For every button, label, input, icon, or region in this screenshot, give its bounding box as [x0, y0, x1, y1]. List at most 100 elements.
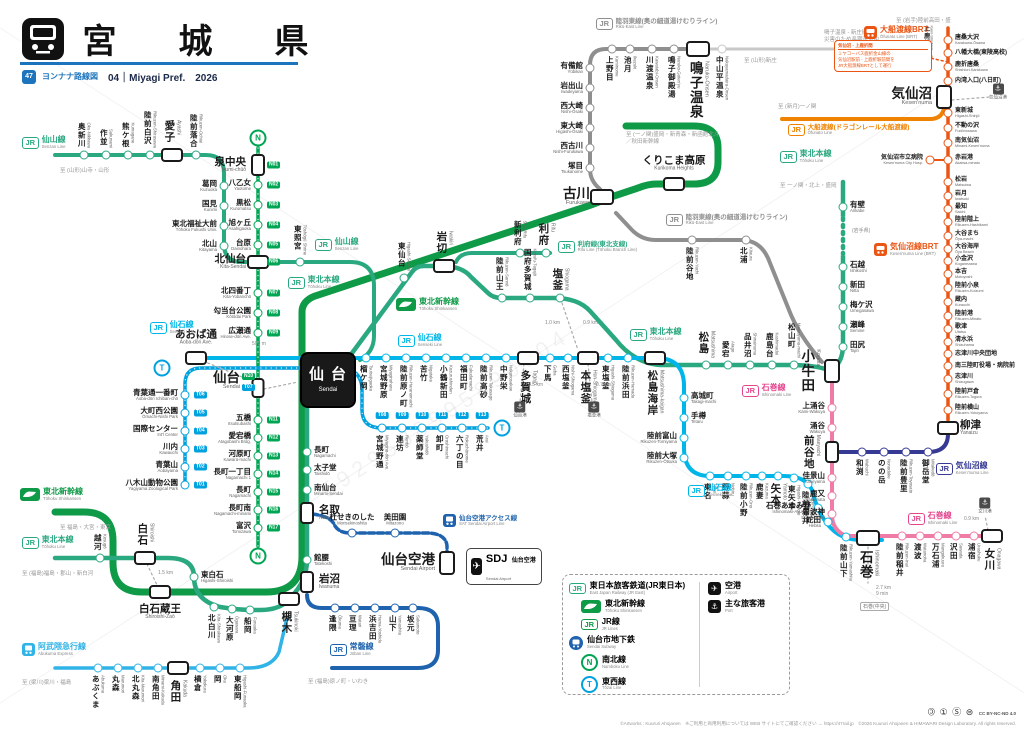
anchor-icon: ⚓: [979, 497, 991, 509]
station-marker: [585, 103, 595, 113]
station-marker: [603, 353, 613, 363]
direction-note: 至 (梁川)梁川・福島: [22, 680, 72, 686]
station-code-badge: T05: [194, 409, 207, 417]
subway-line-terminal-logo: T: [153, 359, 171, 377]
station-code-badge: N01: [267, 161, 281, 169]
station-marker: [969, 531, 979, 541]
jr-badge-icon: JR: [558, 241, 575, 253]
station-marker: [350, 603, 360, 613]
line-kesennuma-line: [838, 426, 950, 454]
station-marker: [943, 62, 953, 72]
distance-text: 500 m: [252, 341, 266, 347]
station-marker: [95, 553, 105, 563]
distance-connector: [561, 302, 579, 351]
distance-text: 0.9 km: [964, 516, 980, 522]
airport-plane-icon: ✈: [471, 558, 482, 575]
station-marker: [679, 433, 689, 443]
edition-label: 04｜Miyagi Pref. 2026: [108, 73, 218, 84]
station-marker-interchange: [663, 177, 685, 191]
shinkansen-icon: [396, 298, 416, 312]
station-marker: [757, 471, 767, 481]
station-marker: [625, 44, 635, 54]
train-icon: [22, 17, 64, 60]
station-marker: [901, 447, 911, 457]
station-code-badge: T09: [395, 412, 409, 419]
sendai-station-jp: 仙台: [308, 366, 353, 383]
station-marker: [701, 360, 711, 370]
station-marker: [741, 235, 751, 245]
jr-badge-icon: JR: [780, 151, 797, 163]
station-marker: [253, 523, 263, 533]
brand-logo-text: ヨンナナ路線図: [42, 72, 98, 81]
station-marker: [943, 191, 953, 201]
port-icon: ⚓仙台港: [513, 401, 527, 418]
station-marker-interchange: [856, 530, 880, 546]
station-label: 志津川中央団地: [955, 350, 998, 357]
station-marker: [943, 217, 953, 227]
credit-line: ©Artworks : Kuururi Ahojanen ※ご利用と商用利用につ…: [620, 721, 1016, 726]
station-marker: [767, 360, 777, 370]
station-marker: [943, 256, 953, 266]
distance-text: 0.9 km: [583, 320, 599, 326]
station-code-badge: T02: [194, 463, 207, 471]
direction-note: 至 (新月)一ノ関: [778, 104, 817, 110]
station-marker: [857, 447, 867, 457]
distance-text: 0.7 km: [596, 382, 612, 388]
station-marker: [827, 473, 837, 483]
page-title: 宮 城 県: [82, 24, 323, 61]
station-marker: [501, 353, 511, 363]
station-label: 内湾入口(八日町): [955, 77, 1001, 84]
train-icon: [443, 514, 456, 527]
station-marker: [838, 282, 848, 292]
station-marker: [943, 349, 953, 359]
station-marker-interchange: [937, 421, 959, 435]
jr-badge-icon: JR: [742, 385, 759, 397]
station-marker: [180, 390, 190, 400]
station-marker: [585, 163, 595, 173]
station-marker: [209, 602, 219, 612]
station-code-badge: N15: [267, 488, 281, 496]
station-code-badge: N11: [267, 416, 280, 424]
jr-badge-icon: JR: [908, 513, 925, 525]
station-marker: [481, 353, 491, 363]
station-marker: [253, 220, 263, 230]
station-marker: [827, 509, 837, 519]
station-marker-interchange: [300, 502, 314, 524]
station-code-badge: T01: [194, 481, 207, 489]
